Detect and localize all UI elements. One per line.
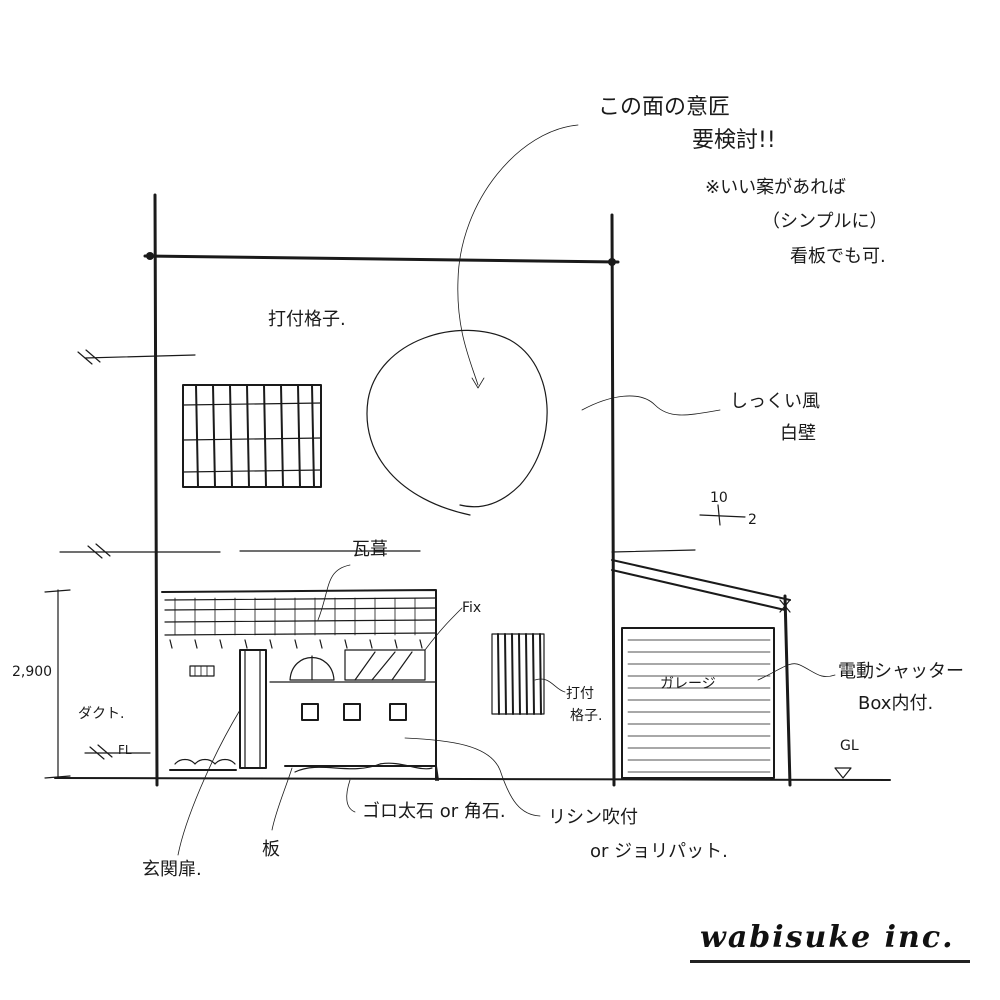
height-dimension bbox=[44, 589, 71, 779]
stone-base bbox=[169, 737, 541, 831]
ground-line bbox=[54, 767, 891, 781]
pitch-mark bbox=[699, 504, 746, 526]
upper-lattice-label: 打付格子. bbox=[268, 309, 346, 330]
fix-window bbox=[269, 607, 463, 683]
facade-note-line3: ※いい案があれば bbox=[705, 177, 847, 198]
entrance-door bbox=[177, 649, 267, 856]
plaster-label-line2: 白壁 bbox=[780, 423, 816, 444]
duct bbox=[189, 665, 215, 677]
garage-label: ガレージ bbox=[660, 676, 716, 692]
door-label: 玄関扉. bbox=[142, 859, 202, 880]
building-outline bbox=[143, 193, 620, 787]
height-dimension-label: 2,900 bbox=[12, 664, 53, 680]
shutter-label-line1: 電動シャッター bbox=[838, 661, 964, 682]
facade-note-line5: 看板でも可. bbox=[790, 246, 886, 267]
plaster-leader bbox=[581, 395, 721, 416]
logo-underline bbox=[690, 960, 970, 963]
pitch-run: 2 bbox=[748, 512, 757, 528]
floor-level-label: FL bbox=[118, 743, 132, 757]
board-label: 板 bbox=[262, 839, 280, 860]
tile-awning bbox=[161, 564, 437, 781]
facade-note-line1: この面の意匠 bbox=[598, 95, 731, 120]
level-marks bbox=[59, 349, 696, 760]
lower-lattice-label-line1: 打付 bbox=[566, 686, 594, 702]
duct-label: ダクト. bbox=[78, 706, 125, 722]
garage bbox=[611, 559, 836, 787]
fix-label: Fix bbox=[462, 600, 482, 616]
upper-lattice-window bbox=[182, 384, 322, 488]
lower-lattice-window bbox=[491, 633, 566, 715]
pitch-rise: 10 bbox=[710, 490, 728, 506]
facade-note-line4: （シンプルに） bbox=[762, 211, 888, 232]
stones-label: ゴロ太石 or 角石. bbox=[362, 801, 506, 822]
signage-circle bbox=[366, 124, 579, 516]
shutter-label-line2: Box内付. bbox=[858, 693, 934, 714]
finish-label-line2: or ジョリパット. bbox=[590, 841, 728, 862]
roof-tile-label: 瓦葺 bbox=[352, 539, 388, 560]
company-logo: wabisuke inc. bbox=[700, 920, 955, 955]
small-windows bbox=[301, 703, 407, 721]
ground-level-label: GL bbox=[840, 738, 859, 754]
plaster-label-line1: しっくい風 bbox=[730, 391, 820, 412]
lower-lattice-label-line2: 格子. bbox=[570, 708, 603, 724]
facade-note-line2: 要検討!! bbox=[692, 128, 776, 153]
finish-label-line1: リシン吹付 bbox=[548, 807, 638, 828]
